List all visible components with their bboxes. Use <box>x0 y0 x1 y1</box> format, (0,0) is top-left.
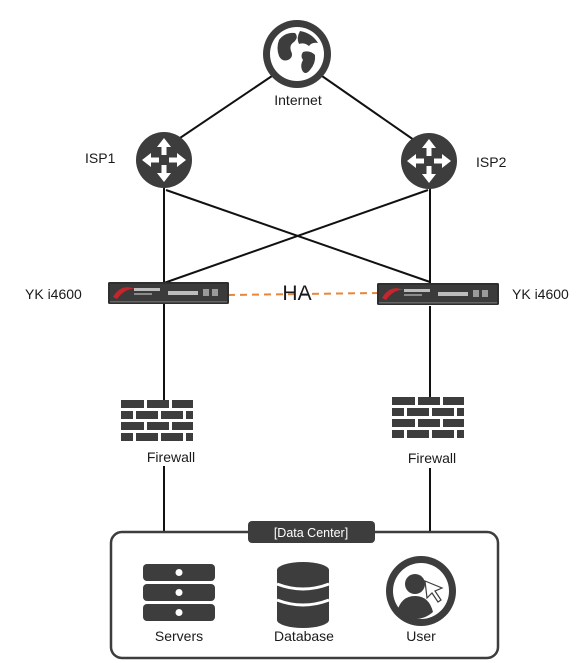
rack-appliance-icon <box>377 283 499 305</box>
servers-label: Servers <box>155 628 203 644</box>
ha-link <box>227 292 379 296</box>
data-center-group: [Data Center] Servers Database <box>109 521 500 660</box>
link-internet-isp2 <box>321 75 415 141</box>
firewall-icon <box>392 397 464 438</box>
appliance-2-node: YK i4600 <box>377 283 569 305</box>
isp2-node: ISP2 <box>401 133 507 189</box>
user-node: User <box>386 556 456 644</box>
servers-node: Servers <box>143 564 215 644</box>
ha-label: HA <box>282 282 311 305</box>
rack-appliance-icon <box>108 282 229 304</box>
firewall-1-label: Firewall <box>147 449 195 465</box>
isp2-label: ISP2 <box>476 154 507 170</box>
link-internet-isp1 <box>176 75 273 141</box>
link-isp2-appliance1 <box>163 189 429 284</box>
user-label: User <box>406 628 436 644</box>
user-icon <box>386 556 456 626</box>
database-label: Database <box>274 628 334 644</box>
globe-icon <box>263 20 331 88</box>
isp1-label: ISP1 <box>85 150 116 166</box>
firewall-1-node: Firewall <box>121 400 195 465</box>
database-icon <box>276 562 330 628</box>
database-node: Database <box>274 562 334 644</box>
isp1-node: ISP1 <box>85 132 192 188</box>
data-center-title: [Data Center] <box>274 526 348 540</box>
firewall-2-label: Firewall <box>408 450 456 466</box>
internet-label: Internet <box>274 92 322 108</box>
connection-lines <box>163 75 431 532</box>
router-icon <box>401 133 457 189</box>
firewall-icon <box>121 400 193 441</box>
router-icon <box>136 132 192 188</box>
internet-node: Internet <box>263 20 331 108</box>
appliance-1-label: YK i4600 <box>25 286 82 302</box>
appliance-1-node: YK i4600 <box>25 282 229 304</box>
appliance-2-label: YK i4600 <box>512 286 569 302</box>
server-icon <box>143 564 215 621</box>
firewall-2-node: Firewall <box>392 397 464 466</box>
data-center-title-tab <box>248 521 375 543</box>
